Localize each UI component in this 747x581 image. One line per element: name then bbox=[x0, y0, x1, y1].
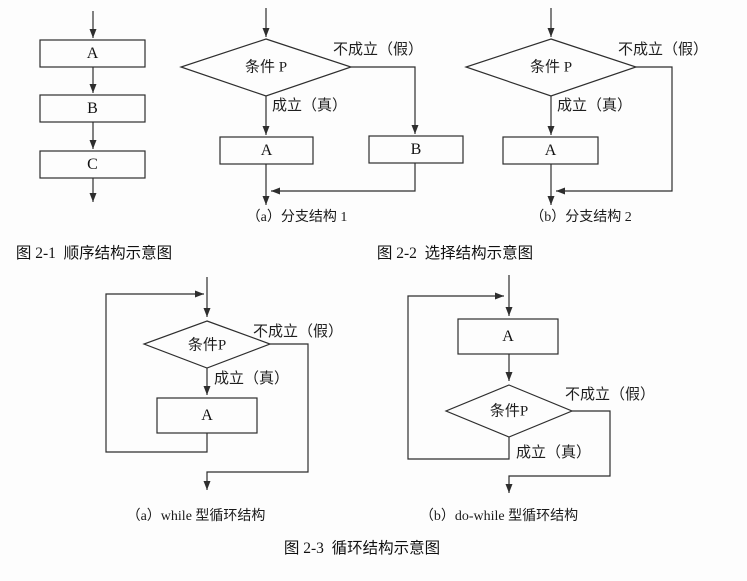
branch2-true-label: 成立（真） bbox=[557, 98, 633, 114]
do-while-false-label: 不成立（假） bbox=[565, 387, 656, 403]
do-while-condition-label: 条件P bbox=[489, 403, 529, 420]
branch1-box-b bbox=[368, 135, 464, 164]
do-while-flowchart bbox=[407, 275, 611, 493]
while-true-label: 成立（真） bbox=[214, 371, 290, 387]
do-while-loopback-path bbox=[407, 292, 510, 460]
branch1-join-path bbox=[271, 163, 416, 195]
seq-box-b-label: B bbox=[87, 99, 98, 117]
seq-box-c-label: C bbox=[87, 155, 98, 173]
branch1-condition-label: 条件 P bbox=[244, 59, 288, 76]
seq-box-a-label: A bbox=[86, 44, 99, 62]
while-box-a bbox=[156, 397, 258, 434]
while-loopback-path bbox=[105, 290, 208, 453]
do-while-false-exit-path bbox=[505, 410, 611, 493]
branch2-subcaption: （b）分支结构 2 bbox=[530, 210, 632, 225]
branch1-flowchart bbox=[179, 8, 464, 205]
do-while-condition-diamond bbox=[444, 384, 574, 438]
branch2-box-a bbox=[502, 136, 599, 165]
figure-2-3-caption: 图 2-3 循环结构示意图 bbox=[283, 540, 441, 557]
while-flowchart bbox=[105, 277, 309, 490]
while-subcaption: （a）while 型循环结构 bbox=[126, 509, 266, 524]
branch1-true-label: 成立（真） bbox=[272, 98, 348, 114]
branch1-false-label: 不成立（假） bbox=[333, 42, 424, 58]
do-while-box-a-label: A bbox=[502, 327, 514, 345]
branch2-false-path bbox=[556, 66, 673, 195]
while-false-exit-path bbox=[203, 343, 309, 490]
branch1-box-a-label: A bbox=[260, 141, 273, 159]
do-while-box-a bbox=[457, 318, 559, 355]
do-while-subcaption: （b）do-while 型循环结构 bbox=[419, 509, 579, 524]
seq-box-b bbox=[39, 94, 146, 123]
sequence-flowchart bbox=[39, 11, 146, 202]
branch2-box-a-label: A bbox=[544, 141, 557, 159]
branch1-box-b-label: B bbox=[410, 140, 422, 158]
while-false-label: 不成立（假） bbox=[253, 324, 344, 340]
while-condition-label: 条件P bbox=[187, 337, 227, 354]
figure-2-2-caption: 图 2-2 选择结构示意图 bbox=[376, 245, 534, 262]
branch1-false-path bbox=[351, 66, 419, 134]
branch2-flowchart bbox=[464, 8, 673, 205]
branch2-false-label: 不成立（假） bbox=[618, 42, 709, 58]
do-while-true-label: 成立（真） bbox=[516, 445, 592, 461]
seq-box-c bbox=[39, 150, 146, 179]
branch1-subcaption: （a）分支结构 1 bbox=[246, 210, 348, 225]
figure-2-1-caption: 图 2-1 顺序结构示意图 bbox=[15, 245, 173, 262]
branch2-condition-label: 条件 P bbox=[529, 59, 573, 76]
while-box-a-label: A bbox=[201, 406, 213, 424]
